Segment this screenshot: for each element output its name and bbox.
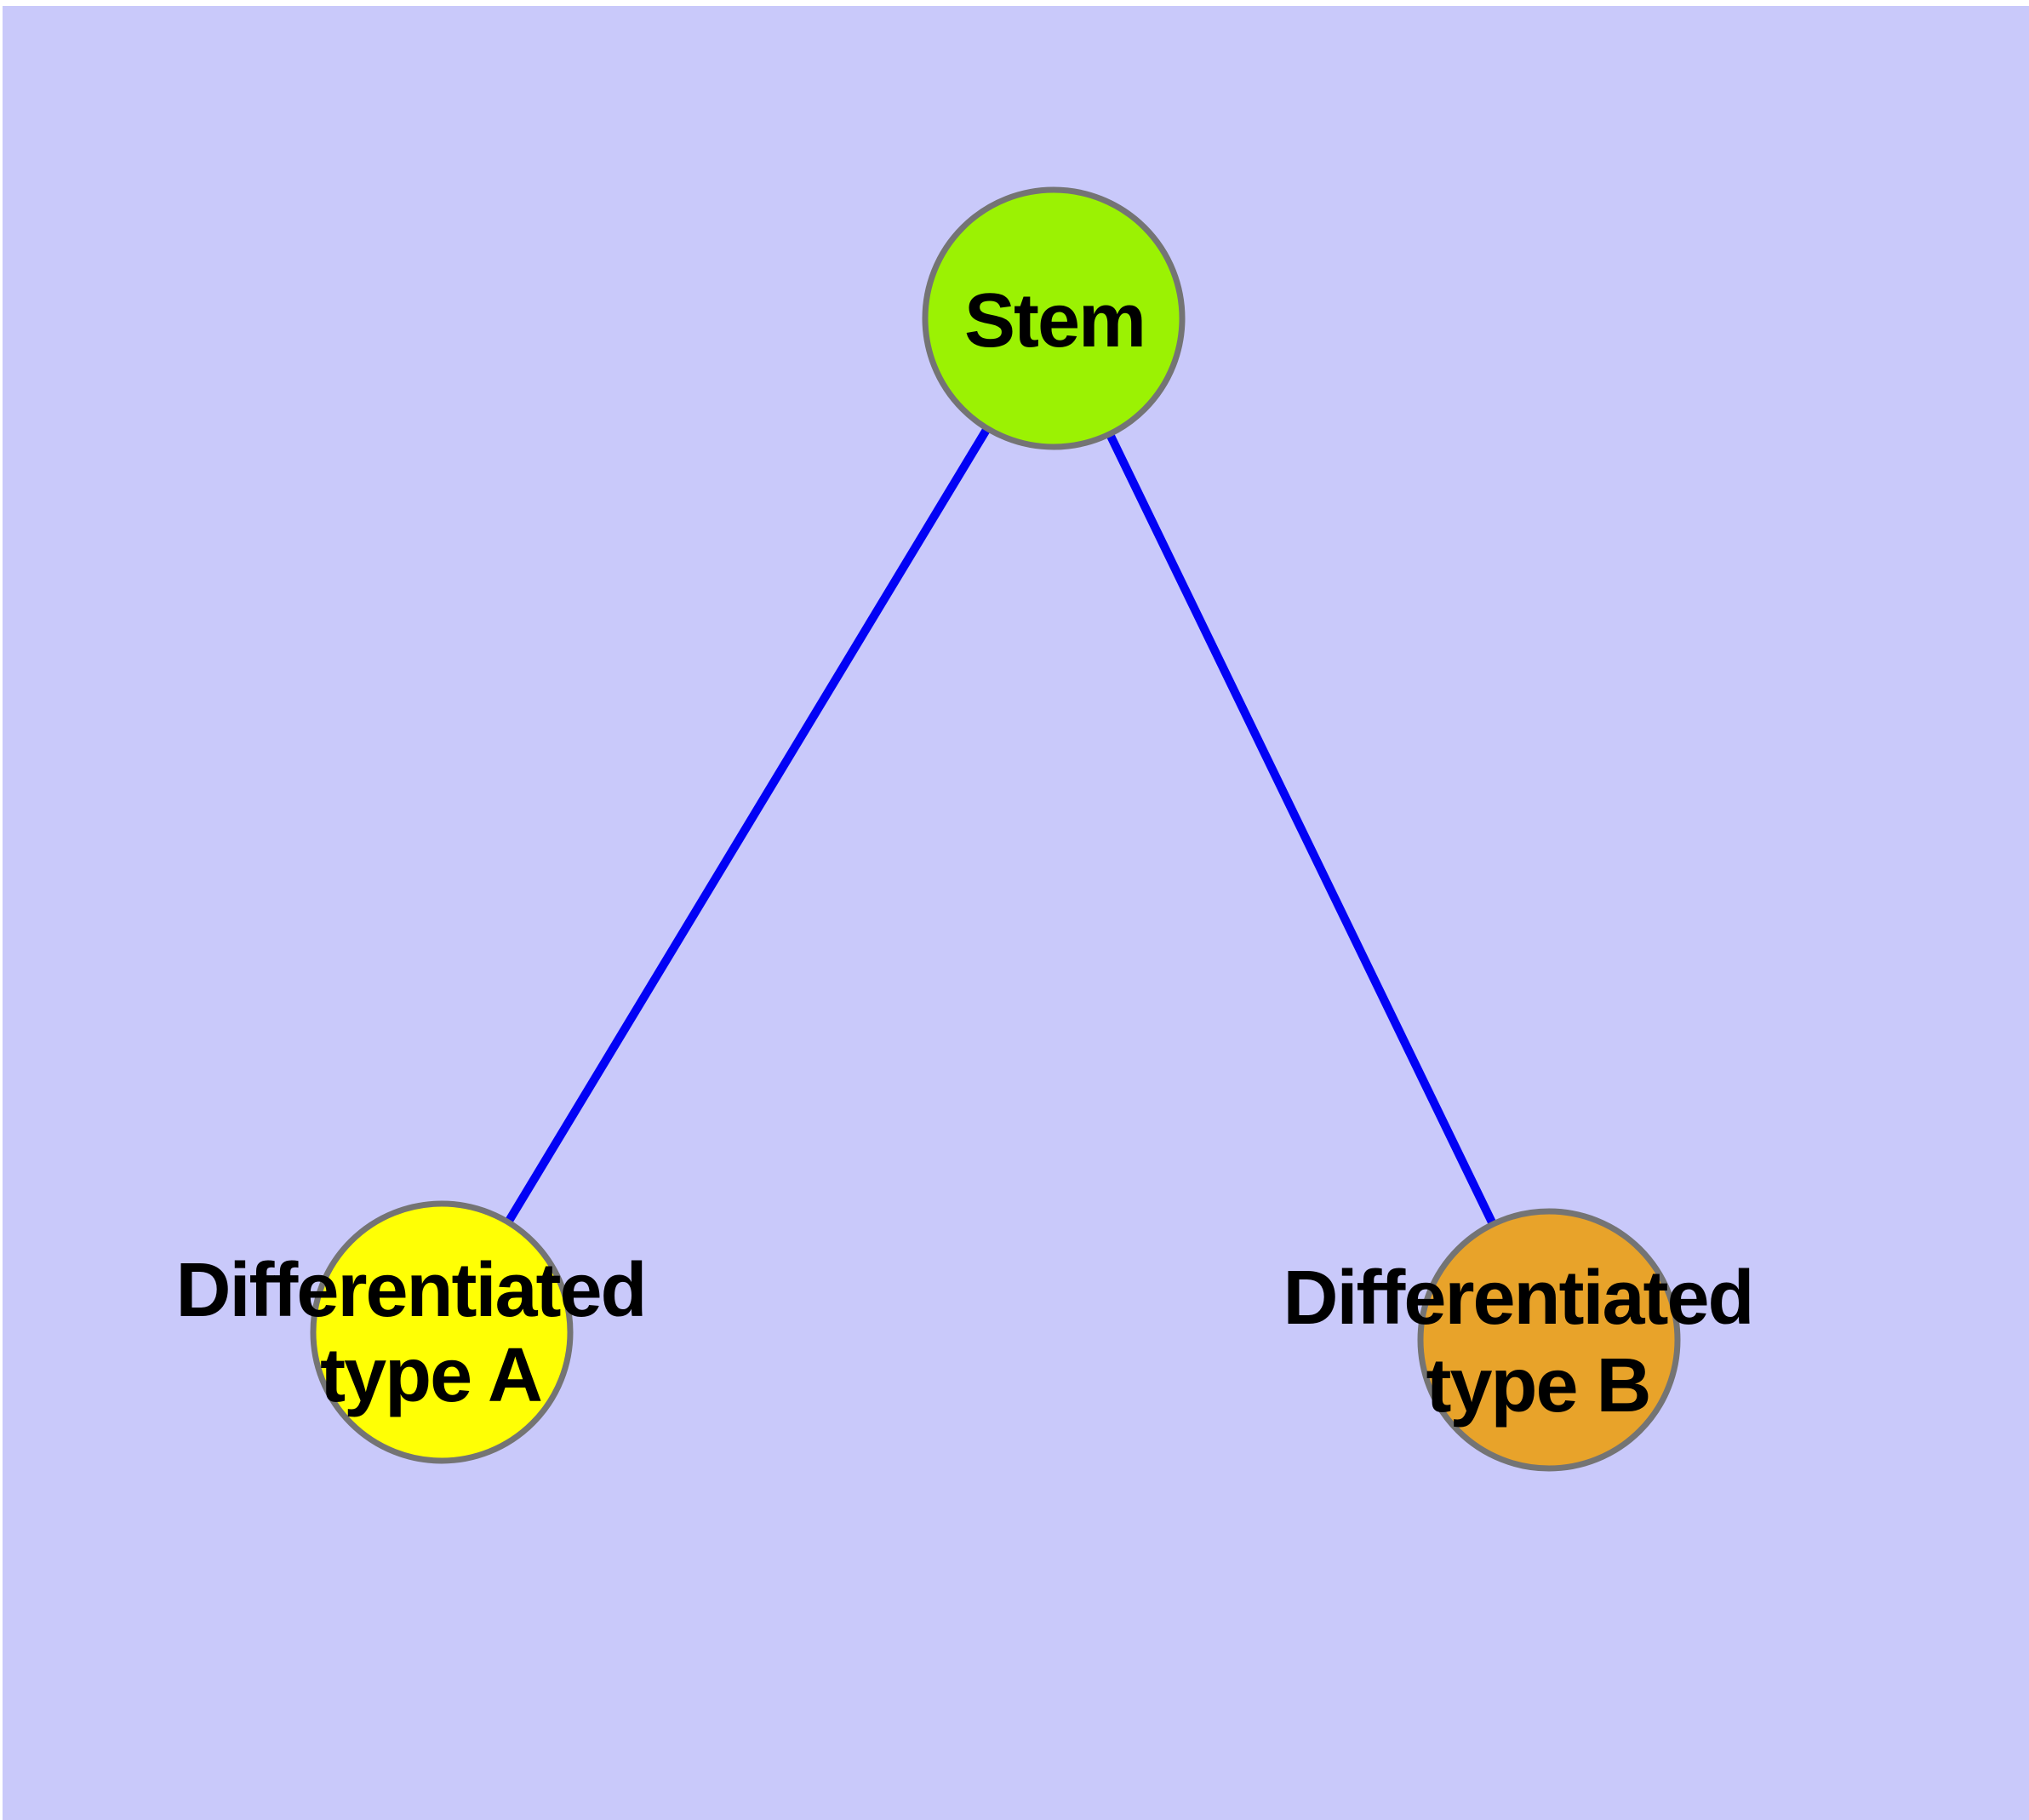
label-layer: Stem Differentiated type A Differentiate… [175,278,1772,1428]
edge-stem-to-type-b [1049,316,1553,1342]
node-type-b-label: Differentiated type B [1283,1256,1772,1428]
edge-stem-to-type-a [437,316,1058,1335]
node-type-a-label: Differentiated type A [175,1248,665,1418]
edge-layer [437,316,1553,1342]
node-type-a-label-line1: Differentiated [175,1248,645,1333]
node-stem-label: Stem [964,278,1145,363]
node-type-b-label-line1: Differentiated [1283,1256,1752,1341]
node-stem [922,186,1186,450]
node-type-a-label-line2: type A [320,1333,541,1418]
node-differentiated-type-a [310,1200,574,1464]
node-differentiated-type-b [1417,1208,1681,1472]
node-type-b-label-line2: type B [1426,1343,1649,1428]
node-layer [310,186,1681,1472]
